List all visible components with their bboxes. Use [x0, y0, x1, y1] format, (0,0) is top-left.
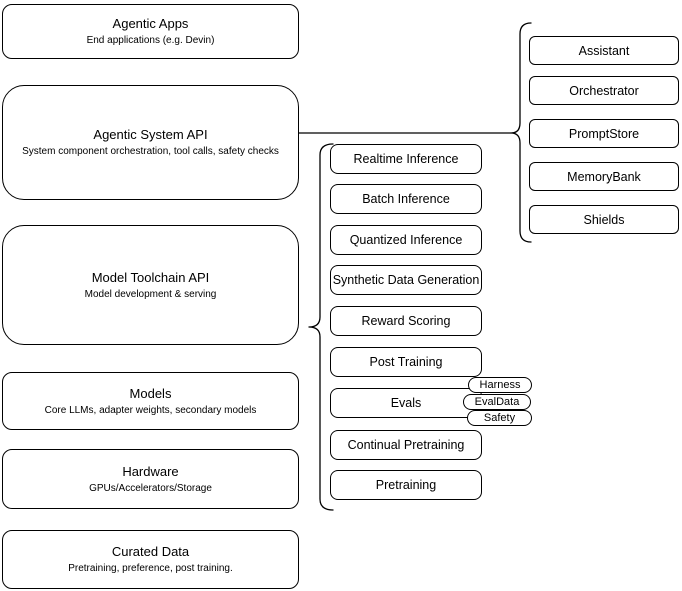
evals-safety-pill: Safety — [467, 410, 532, 426]
hardware-box: Hardware GPUs/Accelerators/Storage — [2, 449, 299, 509]
assistant-box: Assistant — [529, 36, 679, 65]
models-subtitle: Core LLMs, adapter weights, secondary mo… — [44, 404, 257, 416]
agentic-apps-subtitle: End applications (e.g. Devin) — [86, 35, 215, 46]
continual-pretraining-box: Continual Pretraining — [330, 430, 482, 460]
system-components-brace — [510, 22, 532, 243]
pretraining-box: Pretraining — [330, 470, 482, 500]
agentic-system-api-box: Agentic System API System component orch… — [2, 85, 299, 200]
curated-data-box: Curated Data Pretraining, preference, po… — [2, 530, 299, 589]
agentic-apps-title: Agentic Apps — [112, 16, 189, 31]
toolchain-services-brace — [308, 143, 334, 511]
agentic-system-api-subtitle: System component orchestration, tool cal… — [22, 146, 279, 157]
models-title: Models — [129, 385, 172, 401]
synthetic-data-generation-box: Synthetic Data Generation — [330, 265, 482, 295]
evals-evaldata-pill: EvalData — [463, 394, 531, 410]
model-toolchain-api-subtitle: Model development & serving — [84, 288, 217, 300]
model-toolchain-api-box: Model Toolchain API Model development & … — [2, 225, 299, 345]
shields-box: Shields — [529, 205, 679, 234]
realtime-inference-box: Realtime Inference — [330, 144, 482, 174]
orchestrator-box: Orchestrator — [529, 76, 679, 105]
evals-box: Evals — [330, 388, 482, 418]
models-box: Models Core LLMs, adapter weights, secon… — [2, 372, 299, 430]
memorybank-box: MemoryBank — [529, 162, 679, 191]
batch-inference-box: Batch Inference — [330, 184, 482, 214]
evals-harness-pill: Harness — [468, 377, 532, 393]
curated-data-subtitle: Pretraining, preference, post training. — [68, 563, 233, 574]
hardware-title: Hardware — [122, 463, 179, 479]
model-toolchain-api-title: Model Toolchain API — [91, 269, 210, 285]
post-training-box: Post Training — [330, 347, 482, 377]
hardware-subtitle: GPUs/Accelerators/Storage — [89, 482, 212, 494]
agentic-apps-box: Agentic Apps End applications (e.g. Devi… — [2, 4, 299, 59]
reward-scoring-box: Reward Scoring — [330, 306, 482, 336]
promptstore-box: PromptStore — [529, 119, 679, 148]
agentic-system-api-title: Agentic System API — [93, 127, 208, 142]
quantized-inference-box: Quantized Inference — [330, 225, 482, 255]
curated-data-title: Curated Data — [111, 544, 190, 559]
